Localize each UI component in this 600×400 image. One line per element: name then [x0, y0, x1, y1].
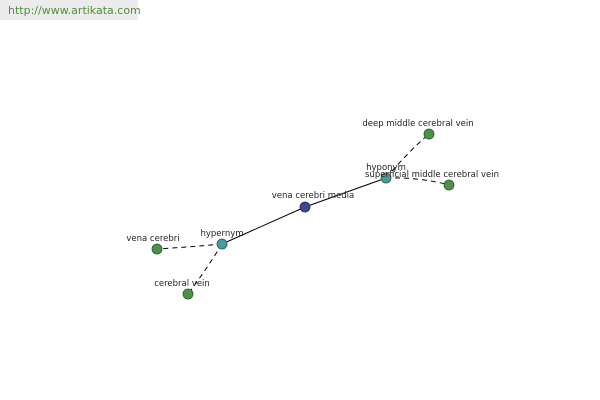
label-hyponym: hyponym: [366, 163, 406, 173]
node-cerebral-vein[interactable]: [182, 288, 194, 300]
node-hyponym[interactable]: [380, 172, 392, 184]
edges: [156, 133, 450, 295]
node-hypernym[interactable]: [216, 238, 228, 250]
labels: vena cerebri media hyponym hypernym deep…: [126, 119, 499, 289]
label-deep-middle-cerebral-vein: deep middle cerebral vein: [362, 119, 473, 129]
label-center: vena cerebri media: [272, 191, 354, 201]
nodes: [151, 128, 455, 300]
node-vena-cerebri[interactable]: [151, 243, 163, 255]
node-deep-middle-cerebral-vein[interactable]: [423, 128, 435, 140]
site-banner: http://www.artikata.com: [0, 0, 141, 20]
label-hypernym: hypernym: [200, 229, 243, 239]
label-cerebral-vein: cerebral vein: [154, 279, 210, 289]
node-superficial-middle-cerebral-vein[interactable]: [443, 179, 455, 191]
edge-hypernym-vena-cerebri: [156, 243, 223, 250]
label-vena-cerebri: vena cerebri: [126, 234, 179, 244]
edge-center-hyponym: [304, 177, 387, 208]
label-superficial-middle-cerebral-vein: superficial middle cerebral vein: [365, 170, 499, 180]
site-url-link[interactable]: http://www.artikata.com: [8, 4, 141, 17]
edge-center-hypernym: [221, 206, 306, 245]
node-center[interactable]: [299, 201, 311, 213]
